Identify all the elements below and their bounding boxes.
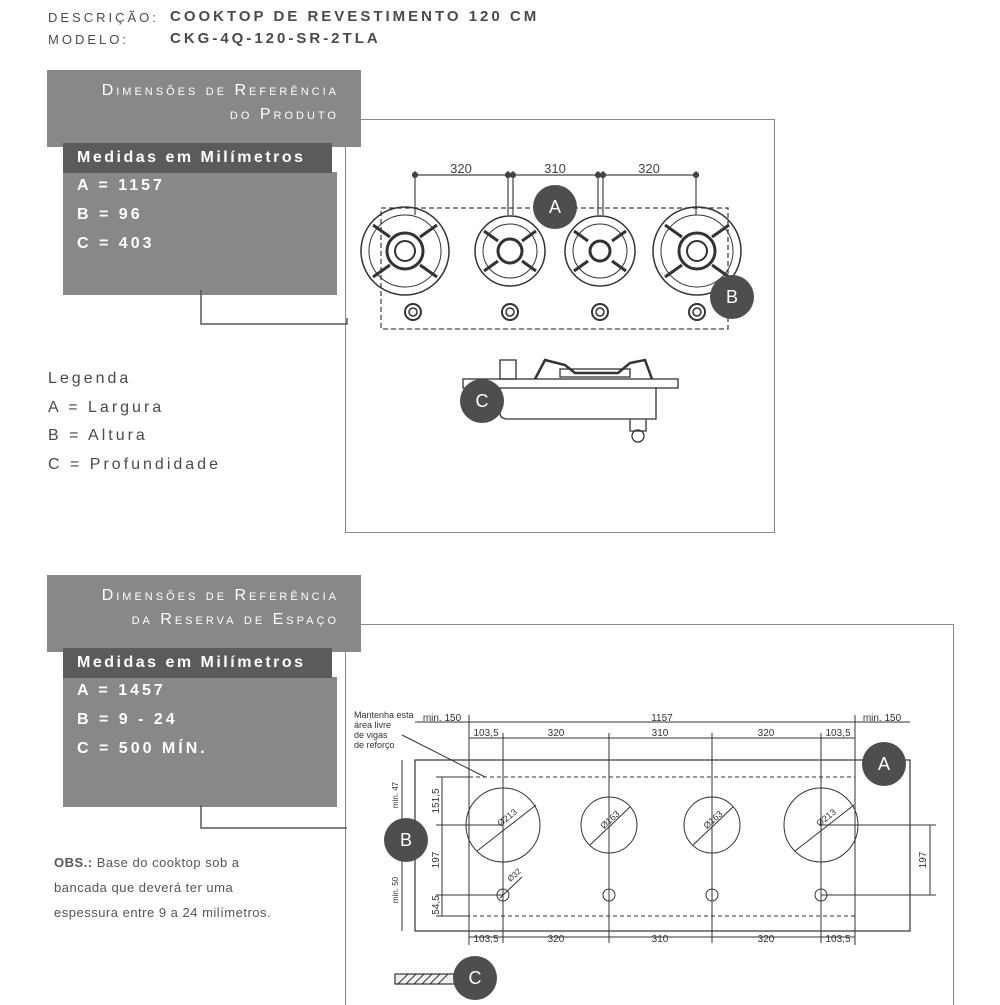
space-measures-panel: A = 1457 B = 9 - 24 C = 500 MÍN.	[63, 677, 337, 807]
description-value: COOKTOP DE REVESTIMENTO 120 CM	[170, 8, 540, 25]
space-drawing-frame	[345, 624, 954, 1005]
obs-text: Base do cooktop sob a bancada que deverá…	[54, 855, 272, 920]
product-connector-line	[200, 290, 348, 325]
product-measures-panel: A = 1157 B = 96 C = 403	[63, 172, 337, 295]
bottom-dim-5: 103,5	[825, 934, 850, 945]
product-title-line1: Dimensões de Referência	[101, 82, 339, 99]
space-plan-drawing: Mantenha esta área livre de vigas de ref…	[354, 710, 936, 985]
product-measure-a: A = 1157	[77, 177, 165, 194]
space-marker-c: C	[453, 956, 497, 1000]
diameter-163-left: Ø163	[598, 809, 621, 831]
bottom-dim-2: 320	[548, 934, 565, 945]
note-line-1: Mantenha esta	[354, 710, 414, 720]
row-dim-4: 320	[758, 728, 775, 739]
dim-min150-right: min. 150	[863, 713, 902, 724]
diameter-213-left: Ø213	[495, 807, 519, 828]
description-label: Descrição:	[48, 10, 159, 25]
product-drawing-frame	[345, 119, 775, 533]
diameter-163-right: Ø163	[701, 809, 724, 831]
space-title-line1: Dimensões de Referência	[101, 587, 339, 604]
dim-1157: 1157	[651, 713, 673, 724]
product-dim-1: 320	[450, 161, 472, 176]
product-title-line2: do Produto	[229, 106, 339, 123]
model-label: Modelo:	[48, 32, 129, 47]
product-top-view: 320 310 320	[360, 161, 742, 443]
dim-min150-left: min. 150	[423, 713, 462, 724]
note-line-3: de vigas	[354, 730, 388, 740]
space-title-line2: da Reserva de Espaço	[131, 611, 339, 628]
legend-item-a: A = Largura	[48, 398, 165, 416]
obs-label: OBS.:	[54, 855, 93, 870]
legend-item-b: B = Altura	[48, 427, 148, 444]
space-measure-c: C = 500 MÍN.	[77, 740, 208, 757]
product-dim-3: 320	[638, 161, 660, 176]
product-section-title: Dimensões de Referência do Produto	[47, 70, 361, 147]
space-marker-b: B	[384, 818, 428, 862]
product-marker-c: C	[460, 379, 504, 423]
row-dim-1: 103,5	[473, 728, 498, 739]
space-marker-a: A	[862, 742, 906, 786]
model-value: CKG-4Q-120-SR-2TLA	[170, 30, 381, 47]
row-dim-2: 320	[548, 728, 565, 739]
left-dim-197: 197	[431, 851, 442, 868]
space-measure-b: B = 9 - 24	[77, 711, 178, 728]
row-dim-3: 310	[652, 728, 669, 739]
product-dim-2: 310	[544, 161, 566, 176]
space-connector-line	[200, 805, 347, 829]
right-dim-197: 197	[918, 851, 929, 868]
space-measure-a: A = 1457	[77, 682, 166, 699]
diameter-32: Ø32	[506, 866, 524, 883]
left-dim-min47: min. 47	[391, 781, 400, 808]
left-dim-min50: min. 50	[391, 876, 400, 903]
space-units-heading: Medidas em Milímetros	[63, 648, 332, 678]
product-marker-b: B	[710, 275, 754, 319]
legend-heading: Legenda	[48, 370, 132, 387]
left-dim-545: 54,5	[431, 895, 442, 915]
space-section-title: Dimensões de Referência da Reserva de Es…	[47, 575, 361, 652]
left-dim-151: 151,5	[431, 788, 442, 813]
product-measure-c: C = 403	[77, 235, 155, 252]
bottom-dim-1: 103,5	[473, 934, 498, 945]
product-marker-a: A	[533, 185, 577, 229]
product-units-heading: Medidas em Milímetros	[63, 143, 332, 173]
note-line-2: área livre	[354, 720, 391, 730]
legend-item-c: C = Profundidade	[48, 455, 221, 473]
legend: Legenda A = Largura B = Altura C = Profu…	[48, 370, 221, 484]
product-measure-b: B = 96	[77, 206, 143, 223]
bottom-dim-4: 320	[758, 934, 775, 945]
row-dim-5: 103,5	[825, 728, 850, 739]
note-line-4: de reforço	[354, 740, 395, 750]
bottom-dim-3: 310	[652, 934, 669, 945]
obs-note: OBS.: Base do cooktop sob a bancada que …	[54, 850, 294, 925]
